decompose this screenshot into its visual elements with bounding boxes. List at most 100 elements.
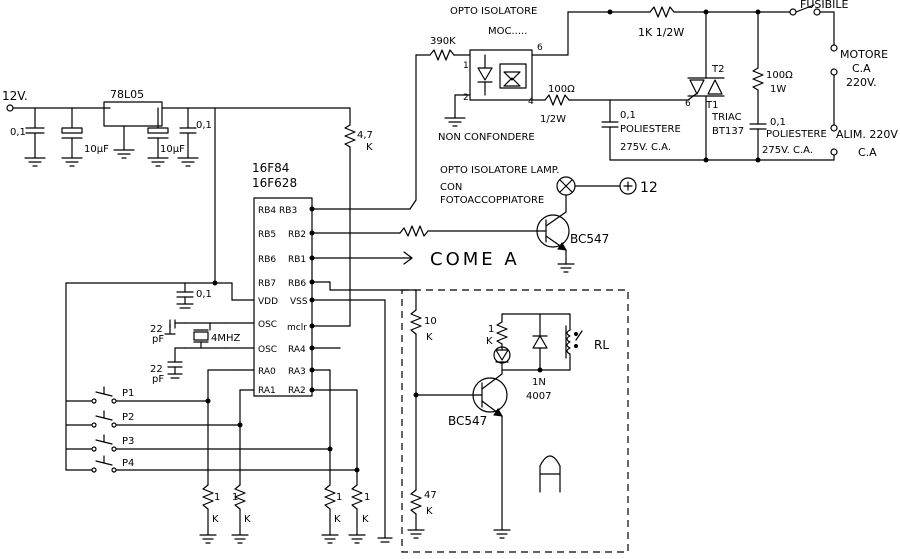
osc-cap1-unit: pF <box>152 334 164 345</box>
transistor-bc547-module <box>472 373 511 539</box>
input-voltage-label: 12V. <box>2 89 28 103</box>
pin-rb5: RB5 <box>258 230 276 240</box>
decoupling-label: 0,1 <box>196 289 212 300</box>
lamp-transistor-label: BC547 <box>570 232 609 246</box>
resistor-100-gate <box>544 94 570 106</box>
pulldown-3-value: 1 <box>336 492 342 503</box>
pulldown-2-unit: K <box>244 514 251 525</box>
capacitor-c1 <box>24 107 46 167</box>
osc-cap1-value: 22 <box>150 324 163 335</box>
button-p4-label: P4 <box>122 458 134 469</box>
r-snub-power: 1W <box>770 84 786 95</box>
buttons-section: P1 P2 P3 P4 <box>65 282 393 544</box>
supply-12v-terminal <box>619 177 637 195</box>
lamp-note-3: CON <box>440 182 462 193</box>
button-p1-label: P1 <box>122 388 134 399</box>
pin-ra4: RA4 <box>288 345 306 355</box>
pulldown-resistor-3 <box>321 484 339 544</box>
oscillator-section: 4MHZ 22 pF 22 pF <box>150 319 241 385</box>
pulldown-4-unit: K <box>362 514 369 525</box>
r-top-label: 1K 1/2W <box>638 26 684 39</box>
opto-pin6: 6 <box>537 43 543 53</box>
r390k-label: 390K <box>430 36 456 47</box>
mcu-body <box>253 197 313 397</box>
triac-cap1-type: POLIESTERE <box>620 124 681 135</box>
module-r-led-value: 1 <box>488 324 494 335</box>
triac-label: TRIAC <box>711 112 742 123</box>
triac-t1: T1 <box>705 100 718 111</box>
module-r-pulldown-value: 47 <box>424 490 437 501</box>
pin-osc2: OSC <box>258 345 277 355</box>
pin-rb4-rb3: RB4 RB3 <box>258 206 297 216</box>
come-a-label: COME A <box>430 249 520 270</box>
motor-ac: C.A <box>852 62 871 75</box>
supply-terminal-1 <box>830 124 838 132</box>
module-diode-label-2: 4007 <box>526 391 551 402</box>
triac-section: 390K OPTO ISOLATORE MOC..... 1 2 4 6 100… <box>311 0 898 210</box>
relay-label: RL <box>594 338 609 352</box>
lamp-note-2: OPTO ISOLATORE LAMP. <box>440 165 559 176</box>
pin-rb6: RB6 <box>258 255 276 265</box>
capacitor-c4 <box>177 107 199 167</box>
lamp-note-4: FOTOACCOPPIATORE <box>440 195 544 206</box>
opto-isolator-moc <box>469 49 533 101</box>
triac-cap2-value: 0,1 <box>770 117 786 128</box>
pin-ra1: RA1 <box>258 386 276 396</box>
relay-coil <box>565 313 583 371</box>
r-snub-label: 100Ω <box>766 70 793 81</box>
opto-pin2: 2 <box>463 93 469 103</box>
pin-ra2: RA2 <box>288 386 306 396</box>
r-gate-label: 100Ω <box>548 84 575 95</box>
microcontroller: 16F84 16F628 RB4 RB3 RB5 RB6 RB7 VDD OSC… <box>225 161 315 397</box>
triac-t2: T2 <box>711 64 724 75</box>
mcu-name-2: 16F628 <box>252 176 297 190</box>
pin-mclr: mclr <box>287 323 307 333</box>
mcu-name-1: 16F84 <box>252 161 289 175</box>
motor-voltage: 220V. <box>846 76 877 89</box>
supply-terminal-2 <box>830 148 838 156</box>
pulldown-resistor-1 <box>199 484 217 544</box>
triac-bt137 <box>687 11 725 161</box>
triac-cap1-voltage: 275V. C.A. <box>620 142 671 153</box>
module-diode-label-1: 1N <box>532 377 546 388</box>
module-a-boundary <box>401 289 629 553</box>
triac-cap2-voltage: 275V. C.A. <box>762 145 813 156</box>
resistor-10k <box>410 309 422 335</box>
module-r-led-unit: K <box>486 336 493 347</box>
regulator-label: 78L05 <box>110 88 144 101</box>
resistor-1k <box>649 6 675 18</box>
pin-ra3: RA3 <box>288 367 306 377</box>
triac-cap2-type: POLIESTERE <box>766 129 827 140</box>
opto-pin1: 1 <box>463 61 469 71</box>
supply-label: ALIM. 220V <box>836 128 898 141</box>
module-a: 10 K 47 K BC547 1 K <box>329 289 629 553</box>
transistor-bc547-lamp <box>536 211 575 273</box>
c1-label: 0,1 <box>10 127 26 138</box>
pin-vss: VSS <box>290 297 308 307</box>
pin-rb2: RB2 <box>288 230 306 240</box>
motor-label: MOTORE <box>840 48 888 61</box>
r-gate-power: 1/2W <box>540 114 566 125</box>
c4-label: 0,1 <box>196 120 212 131</box>
pulldown-3-unit: K <box>334 514 341 525</box>
power-supply-section: 12V. 78L05 0,1 10µF <box>2 88 373 327</box>
triac-cap1-value: 0,1 <box>620 110 636 121</box>
c3-label: 10µF <box>160 144 185 155</box>
opto-title: OPTO ISOLATORE <box>450 6 537 17</box>
supply-12v-label: 12 <box>640 180 658 196</box>
resistor-47k <box>410 489 422 515</box>
opto-model: MOC..... <box>488 26 527 37</box>
resistor-4k7 <box>344 124 356 148</box>
button-p3-label: P3 <box>122 436 134 447</box>
osc-cap2-value: 22 <box>150 364 163 375</box>
module-r-base-unit: K <box>426 332 433 343</box>
button-p2-label: P2 <box>122 412 134 423</box>
pin-osc1: OSC <box>258 320 277 330</box>
lamp-section: NON CONFONDERE OPTO ISOLATORE LAMP. CON … <box>311 132 658 273</box>
triac-model: BT137 <box>712 126 744 137</box>
capacitor-c2 <box>61 107 83 167</box>
crystal-4mhz <box>193 331 209 341</box>
module-transistor-label: BC547 <box>448 414 487 428</box>
come-a-arrow: COME A <box>311 249 520 270</box>
